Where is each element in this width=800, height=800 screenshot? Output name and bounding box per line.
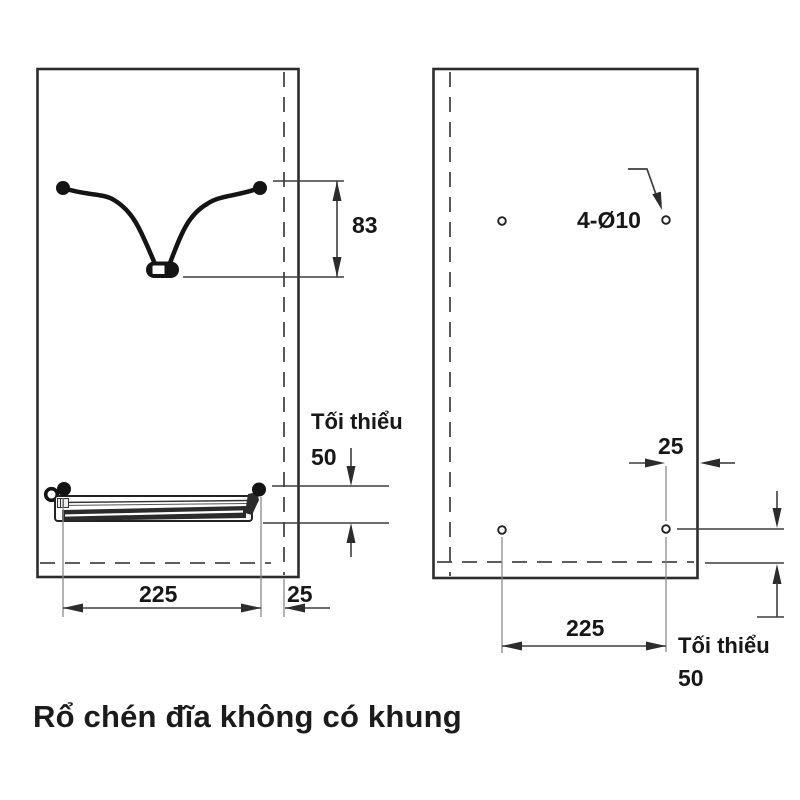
pull-down-bracket — [56, 181, 267, 278]
bracket-clamp-slot — [152, 265, 167, 274]
cabinet-side-outline — [36, 67, 300, 579]
drill-hole-top-left — [497, 216, 507, 226]
wire-arm-right — [167, 185, 263, 266]
arrowhead-left — [700, 458, 720, 468]
rail-knob-right — [252, 482, 266, 497]
dim-25-label: 25 — [658, 433, 684, 459]
back-view-drawing: 4-Ø10 25 Tối thiểu — [432, 67, 784, 691]
dimension-min-50-back: Tối thiểu 50 — [677, 491, 784, 691]
holes-callout: 4-Ø10 — [577, 168, 662, 233]
arrow-stem-bottom — [757, 582, 784, 618]
rail-right-connector — [245, 492, 259, 515]
arrowhead-left — [63, 603, 83, 613]
arrowhead-down — [346, 466, 356, 486]
dim-83-label: 83 — [352, 212, 378, 238]
rail-top-line2 — [60, 503, 248, 506]
rail-knob-left — [57, 482, 71, 496]
dim-225-label: 225 — [566, 615, 605, 641]
arrowhead-down — [772, 508, 782, 528]
drill-hole-bottom-right — [661, 524, 671, 534]
dimension-min-50-side: Tối thiểu 50 — [263, 409, 403, 557]
rail-white-stripe — [64, 510, 244, 517]
side-view-drawing: 83 Tối thiểu 50 — [36, 67, 403, 617]
arrowhead-right — [241, 603, 261, 613]
dimension-83: 83 — [183, 180, 378, 278]
arrowhead-right — [646, 641, 666, 651]
wire-arm-left — [60, 185, 158, 267]
arrowhead-up — [332, 181, 342, 201]
dimension-25-back: 25 — [629, 433, 735, 521]
arrowhead-left — [285, 603, 305, 613]
arrowhead-down — [332, 257, 342, 277]
min-label: Tối thiểu — [311, 409, 403, 434]
arrowhead-up — [772, 564, 782, 584]
arrowhead-right — [645, 458, 665, 468]
drill-hole-bottom-left — [497, 525, 507, 535]
leader-arrowhead — [652, 191, 662, 210]
holes-callout-label: 4-Ø10 — [577, 207, 641, 233]
cabinet-back-outline — [432, 67, 699, 580]
bracket-clamp-latch — [164, 264, 172, 275]
min-value: 50 — [311, 444, 337, 470]
mount-knob-left — [56, 181, 70, 195]
slide-rail-assembly — [43, 482, 266, 522]
dim-25-label: 25 — [287, 581, 313, 607]
arrowhead-up — [346, 523, 356, 543]
mount-knob-right — [253, 181, 267, 195]
dimension-225-25-side: 225 25 — [62, 497, 330, 617]
rail-top-line — [60, 499, 248, 504]
arrowhead-left — [502, 641, 522, 651]
drill-hole-top-right — [661, 215, 671, 225]
dimension-225-back: 225 — [501, 537, 667, 653]
dim-225-label: 225 — [139, 581, 178, 607]
drill-holes — [497, 215, 671, 535]
min-label: Tối thiểu — [678, 633, 770, 658]
drawing-caption: Rổ chén đĩa không có khung — [33, 699, 462, 734]
min-value: 50 — [678, 665, 704, 691]
leader-line — [628, 168, 660, 204]
